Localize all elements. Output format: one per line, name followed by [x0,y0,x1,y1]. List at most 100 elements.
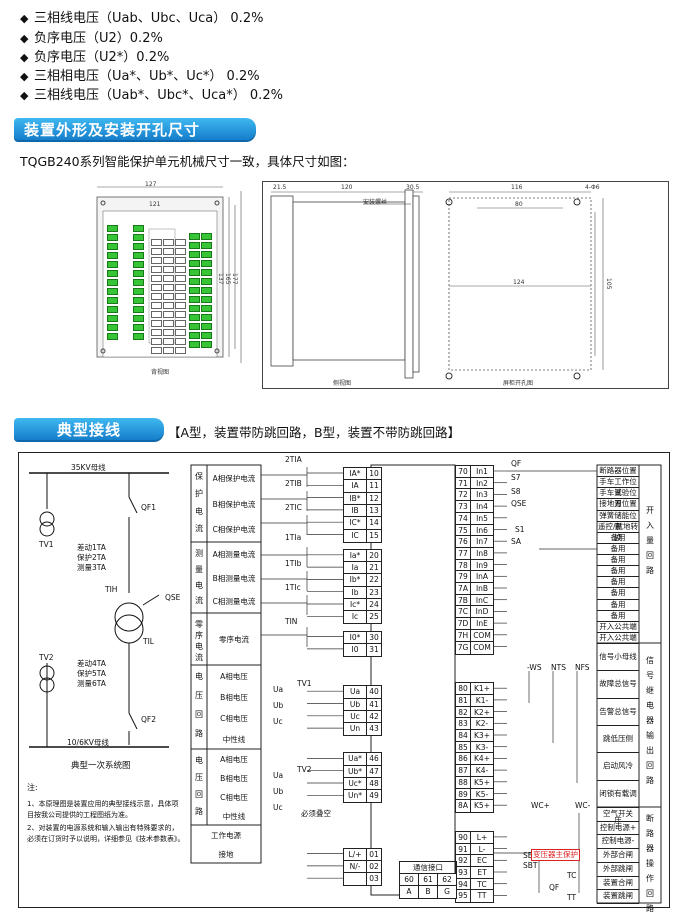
ct-label: 保护5TA [77,669,106,678]
function-list-item: 备用 [597,599,639,611]
signal-bus-label: NFS [575,663,590,672]
terminal [175,293,186,300]
group-name-char: 流 [195,653,203,662]
function-list-item: 遥控/就地转换 [597,521,639,542]
terminal [107,252,118,259]
rack-terminal-signal: Un* [343,789,367,804]
signal-bus-label: -WS [527,663,542,672]
terminal [189,341,200,348]
rack-terminal-number: 95 [455,889,471,904]
terminal [189,233,200,240]
terminal [133,315,144,322]
rack-terminal-number: 24 [366,598,382,612]
rack-terminal-signal: COM [470,640,494,655]
terminal [189,260,200,267]
rack-terminal-number: 11 [366,479,382,494]
input-row-label: C相电压 [220,792,248,802]
dim-label: 124 [513,279,525,286]
group-name-char: 路 [195,807,203,816]
terminal [133,288,144,295]
function-list-item: 启动风冷 [597,752,639,781]
terminal [201,251,212,258]
function-list-item: 装置合闸 [597,876,639,891]
ct-label: 测量6TA [77,679,106,688]
terminal [175,302,186,309]
switch-label: SBT [523,861,538,870]
group-name-char: 测 [195,549,203,558]
input-row-label: B相保护电流 [212,499,256,509]
notes-heading: 注: [27,783,38,792]
terminal [189,314,200,321]
dim-label: 80 [515,201,523,208]
group-name-char: 量 [195,564,203,574]
input-row-label: C相电压 [220,713,248,723]
group-name-char: 回 [195,710,203,719]
note-item: 1、本原理图是装置应用的典型接线示意，具体项目按我公司提供的工程图纸为准。 [27,800,179,819]
ct-label: 差动4TA [77,659,106,668]
terminal [163,248,174,255]
ct-name: 1TIa [285,533,302,542]
function-list-item: 装置跳闸 [597,889,639,904]
terminal [151,284,162,291]
rack-terminal-number: 15 [366,528,382,543]
input-row-label: A相电压 [220,671,248,681]
terminal [201,269,212,276]
terminal [201,287,212,294]
rack-terminal-number: 8A [455,799,471,814]
terminal [201,341,212,348]
terminal [151,293,162,300]
ct-label: 保护2TA [77,553,106,562]
coil-label: TT [567,893,577,902]
dim-label: 165 [224,273,231,285]
ct-name: TIN [285,617,298,626]
breaker-qf1-label: QF1 [141,503,156,512]
terminal [175,320,186,327]
control-bus-label: WC+ [531,801,550,810]
terminal [107,306,118,313]
section-title-wiring: 典型接线 [14,418,164,442]
switch-label: S1 [515,525,525,534]
spec-item: ◆三相线电压（Uab*、Ubc*、Uca*） 0.2% [20,88,283,103]
terminal [175,338,186,345]
rack-terminal-signal: K4+ [470,752,494,767]
terminal [133,270,144,277]
function-list-item: 接地刀位置 [597,498,639,511]
input-row-label: B相电压 [220,692,248,702]
ct-name: 2TIB [285,479,302,488]
terminal [151,266,162,273]
terminal [189,296,200,303]
control-bus-label: WC- [575,801,591,810]
terminal [175,266,186,273]
ct-name: 2TIA [285,455,302,464]
tih-label: TIH [105,585,118,594]
function-list-item: 故障总信号 [597,670,639,699]
dim-label: 121 [149,201,161,208]
function-list-item: 跳低压侧 [597,725,639,754]
function-list-item: 控制电源- [597,834,639,850]
function-list-item: 手车试验位置 [597,487,639,508]
dim-label: 127 [145,181,157,188]
function-list-item: 备用 [597,565,639,578]
terminal [133,333,144,340]
terminal [133,243,144,250]
terminal [107,270,118,277]
terminal [151,311,162,318]
phase-label: Ub [273,701,284,710]
terminal [163,320,174,327]
dim-label: 105 [605,278,612,290]
terminal [151,239,162,246]
group-name-char: 电 [195,756,203,765]
terminal [189,278,200,285]
terminal [107,297,118,304]
terminal [163,302,174,309]
section-intro: TQGB240系列智能保护单元机械尺寸一致，具体尺寸如图： [20,154,355,169]
rack-terminal-number: 7G [455,640,471,655]
group-name-char: 压 [195,773,203,782]
terminal [107,225,118,232]
function-list-item: 控制电源+ [597,821,639,836]
input-row-label: A相测量电流 [212,549,256,559]
phase-label: Ua [273,771,284,780]
terminal [163,275,174,282]
rack-terminal-signal: K5+ [470,799,494,814]
function-list-item: 备用 [597,610,639,622]
